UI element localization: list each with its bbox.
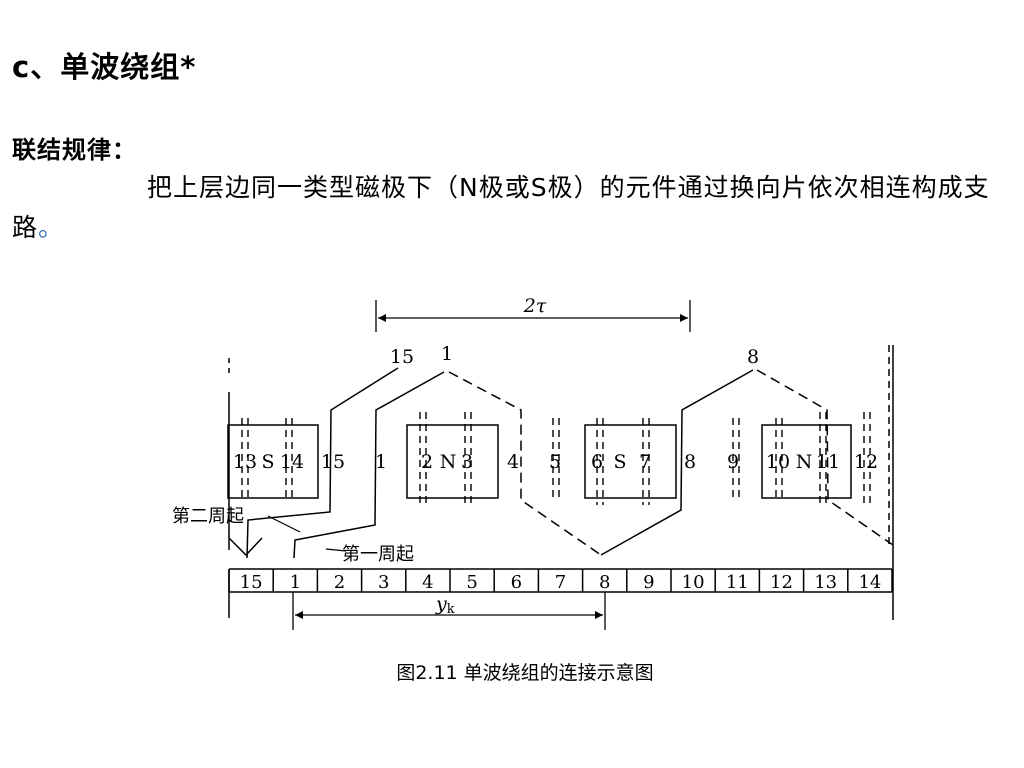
commutator-segment-label: 3 [378,572,389,593]
slot-label: S [613,451,626,473]
poles [227,424,852,499]
slot-label: 6 [591,451,603,473]
commutator-segment-label: 12 [770,572,793,593]
pole-pitch-label: 2τ [523,295,547,317]
commutator-segment-label: 2 [334,572,345,593]
second-turn-label: 第二周起 [172,506,244,527]
commutator-segment-label: 1 [290,572,301,593]
right-edge [888,345,894,620]
commutator-segment-label: 15 [240,572,263,593]
slide-heading: c、单波绕组* [12,50,197,84]
pole-s-1 [227,424,319,499]
slot-conductors [241,412,871,505]
commutator-segment-label: 13 [814,572,837,593]
commutator-segment-label: 7 [555,572,566,593]
commutator-segment-label: 5 [466,572,477,593]
commutator-segment-label: 6 [511,572,522,593]
rule-text: 把上层边同一类型磁极下（N极或S极）的元件通过换向片依次相连构成支路。 [12,168,1012,248]
pole-pitch-dimension: 2τ [375,295,691,332]
pole-s-2 [584,424,677,499]
figure-caption: 图2.11 单波绕组的连接示意图 [396,662,654,684]
slot-label: 2 [421,451,433,473]
top-label-15: 15 [390,346,414,368]
commutator-segment-label: 11 [726,572,749,593]
pole-n-2 [761,424,852,499]
commutator-segment-label: 9 [643,572,654,593]
slot-label: 11 [816,451,840,473]
pole-n-1 [406,424,499,499]
slot-label: S [261,451,274,473]
slot-label: 13 [233,451,257,473]
commutator-pitch-label: yk [435,593,455,617]
commutator-segment-label: 14 [858,572,881,593]
winding-dashed [448,369,894,556]
rule-body: 把上层边同一类型磁极下（N极或S极）的元件通过换向片依次相连构成支路 [12,173,990,242]
slot-label: 4 [507,451,519,473]
slot-label: N [440,451,457,473]
commutator-segment-label: 8 [599,572,610,593]
rule-label: 联结规律： [12,136,137,164]
second-turn-leader [267,515,301,533]
slot-label: 9 [727,451,739,473]
first-turn-label: 第一周起 [342,544,414,565]
top-label-8: 8 [747,346,759,368]
slot-label: 3 [461,451,473,473]
slot-label: 1 [375,451,387,473]
slot-label: 8 [684,451,696,473]
slot-label: 15 [321,451,345,473]
slot-label: 5 [549,451,561,473]
first-turn-leader [325,548,347,552]
rule-period: 。 [38,213,65,242]
slot-label: 7 [639,451,651,473]
commutator-pitch-dimension: yk [292,592,606,630]
top-label-1: 1 [441,343,453,365]
slot-label: 10 [766,451,790,473]
slot-label: 14 [280,451,304,473]
winding-solid [228,367,754,559]
commutator-segment-label: 10 [682,572,705,593]
slot-label: 12 [854,451,878,473]
commutator-segment-label: 4 [422,572,433,593]
slot-label: N [796,451,813,473]
